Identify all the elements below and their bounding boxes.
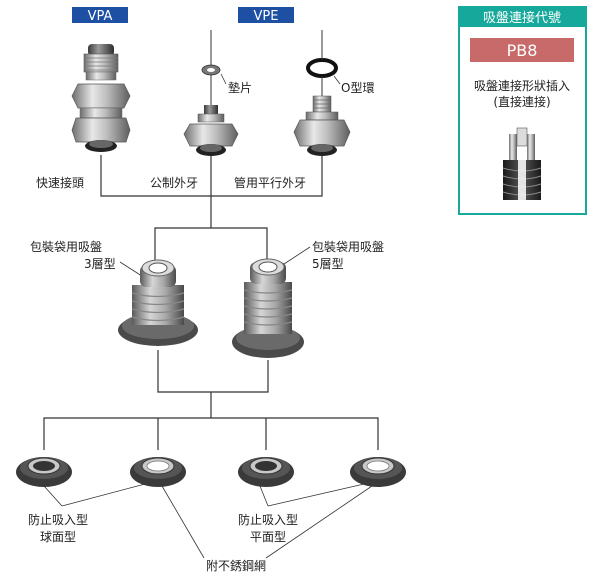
fitting-tree-lines (100, 155, 323, 262)
oring-label: O型環 (341, 81, 374, 95)
pad-spherical (16, 457, 72, 487)
panel-desc-line1: 吸盤連接形狀插入 (474, 78, 570, 93)
panel-code: PB8 (507, 41, 538, 60)
connection-code-panel: 吸盤連接代號 PB8 吸盤連接形狀插入 (直接連接) (458, 6, 587, 215)
flat-label-line2: 平面型 (250, 530, 286, 544)
quick-connector-label: 快速接頭 (36, 175, 84, 190)
cup-5layer-label-line2: 5層型 (312, 257, 344, 271)
cup-5layer-label-line1: 包裝袋用吸盤 (312, 240, 384, 254)
panel-header: 吸盤連接代號 (483, 10, 561, 26)
vpa-tag-label: VPA (88, 9, 113, 24)
flat-label-line1: 防止吸入型 (238, 512, 298, 527)
vpe-tag: VPE (238, 7, 294, 24)
bottom-leader-lines (43, 483, 373, 559)
spherical-label-line2: 球面型 (40, 530, 76, 544)
pipe-thread-fitting (293, 95, 351, 156)
washer-icon (201, 64, 221, 76)
suction-cup-3layer (118, 259, 198, 346)
washer-label: 墊片 (228, 81, 252, 95)
quick-connector-fitting (71, 44, 131, 152)
cup-tree-lines (43, 350, 379, 450)
insert-connection-icon (502, 127, 542, 200)
pad-spherical-mesh (130, 457, 186, 487)
pad-flat-mesh (350, 457, 406, 487)
male-thread-fitting (183, 105, 239, 156)
spherical-label-line1: 防止吸入型 (28, 512, 88, 527)
pad-flat (238, 457, 294, 487)
pipe-thread-label: 管用平行外牙 (234, 175, 306, 190)
vpa-tag: VPA (72, 7, 128, 24)
stainless-mesh-label: 附不銹鋼網 (206, 559, 266, 573)
oring-icon (306, 58, 338, 78)
panel-desc-line2: (直接連接) (493, 94, 550, 109)
cup-3layer-label-line2: 3層型 (84, 257, 116, 271)
suction-cup-5layer (232, 258, 304, 358)
cup-3layer-label-line1: 包裝袋用吸盤 (30, 240, 102, 254)
male-thread-label: 公制外牙 (150, 176, 198, 190)
vpe-tag-label: VPE (254, 9, 279, 24)
